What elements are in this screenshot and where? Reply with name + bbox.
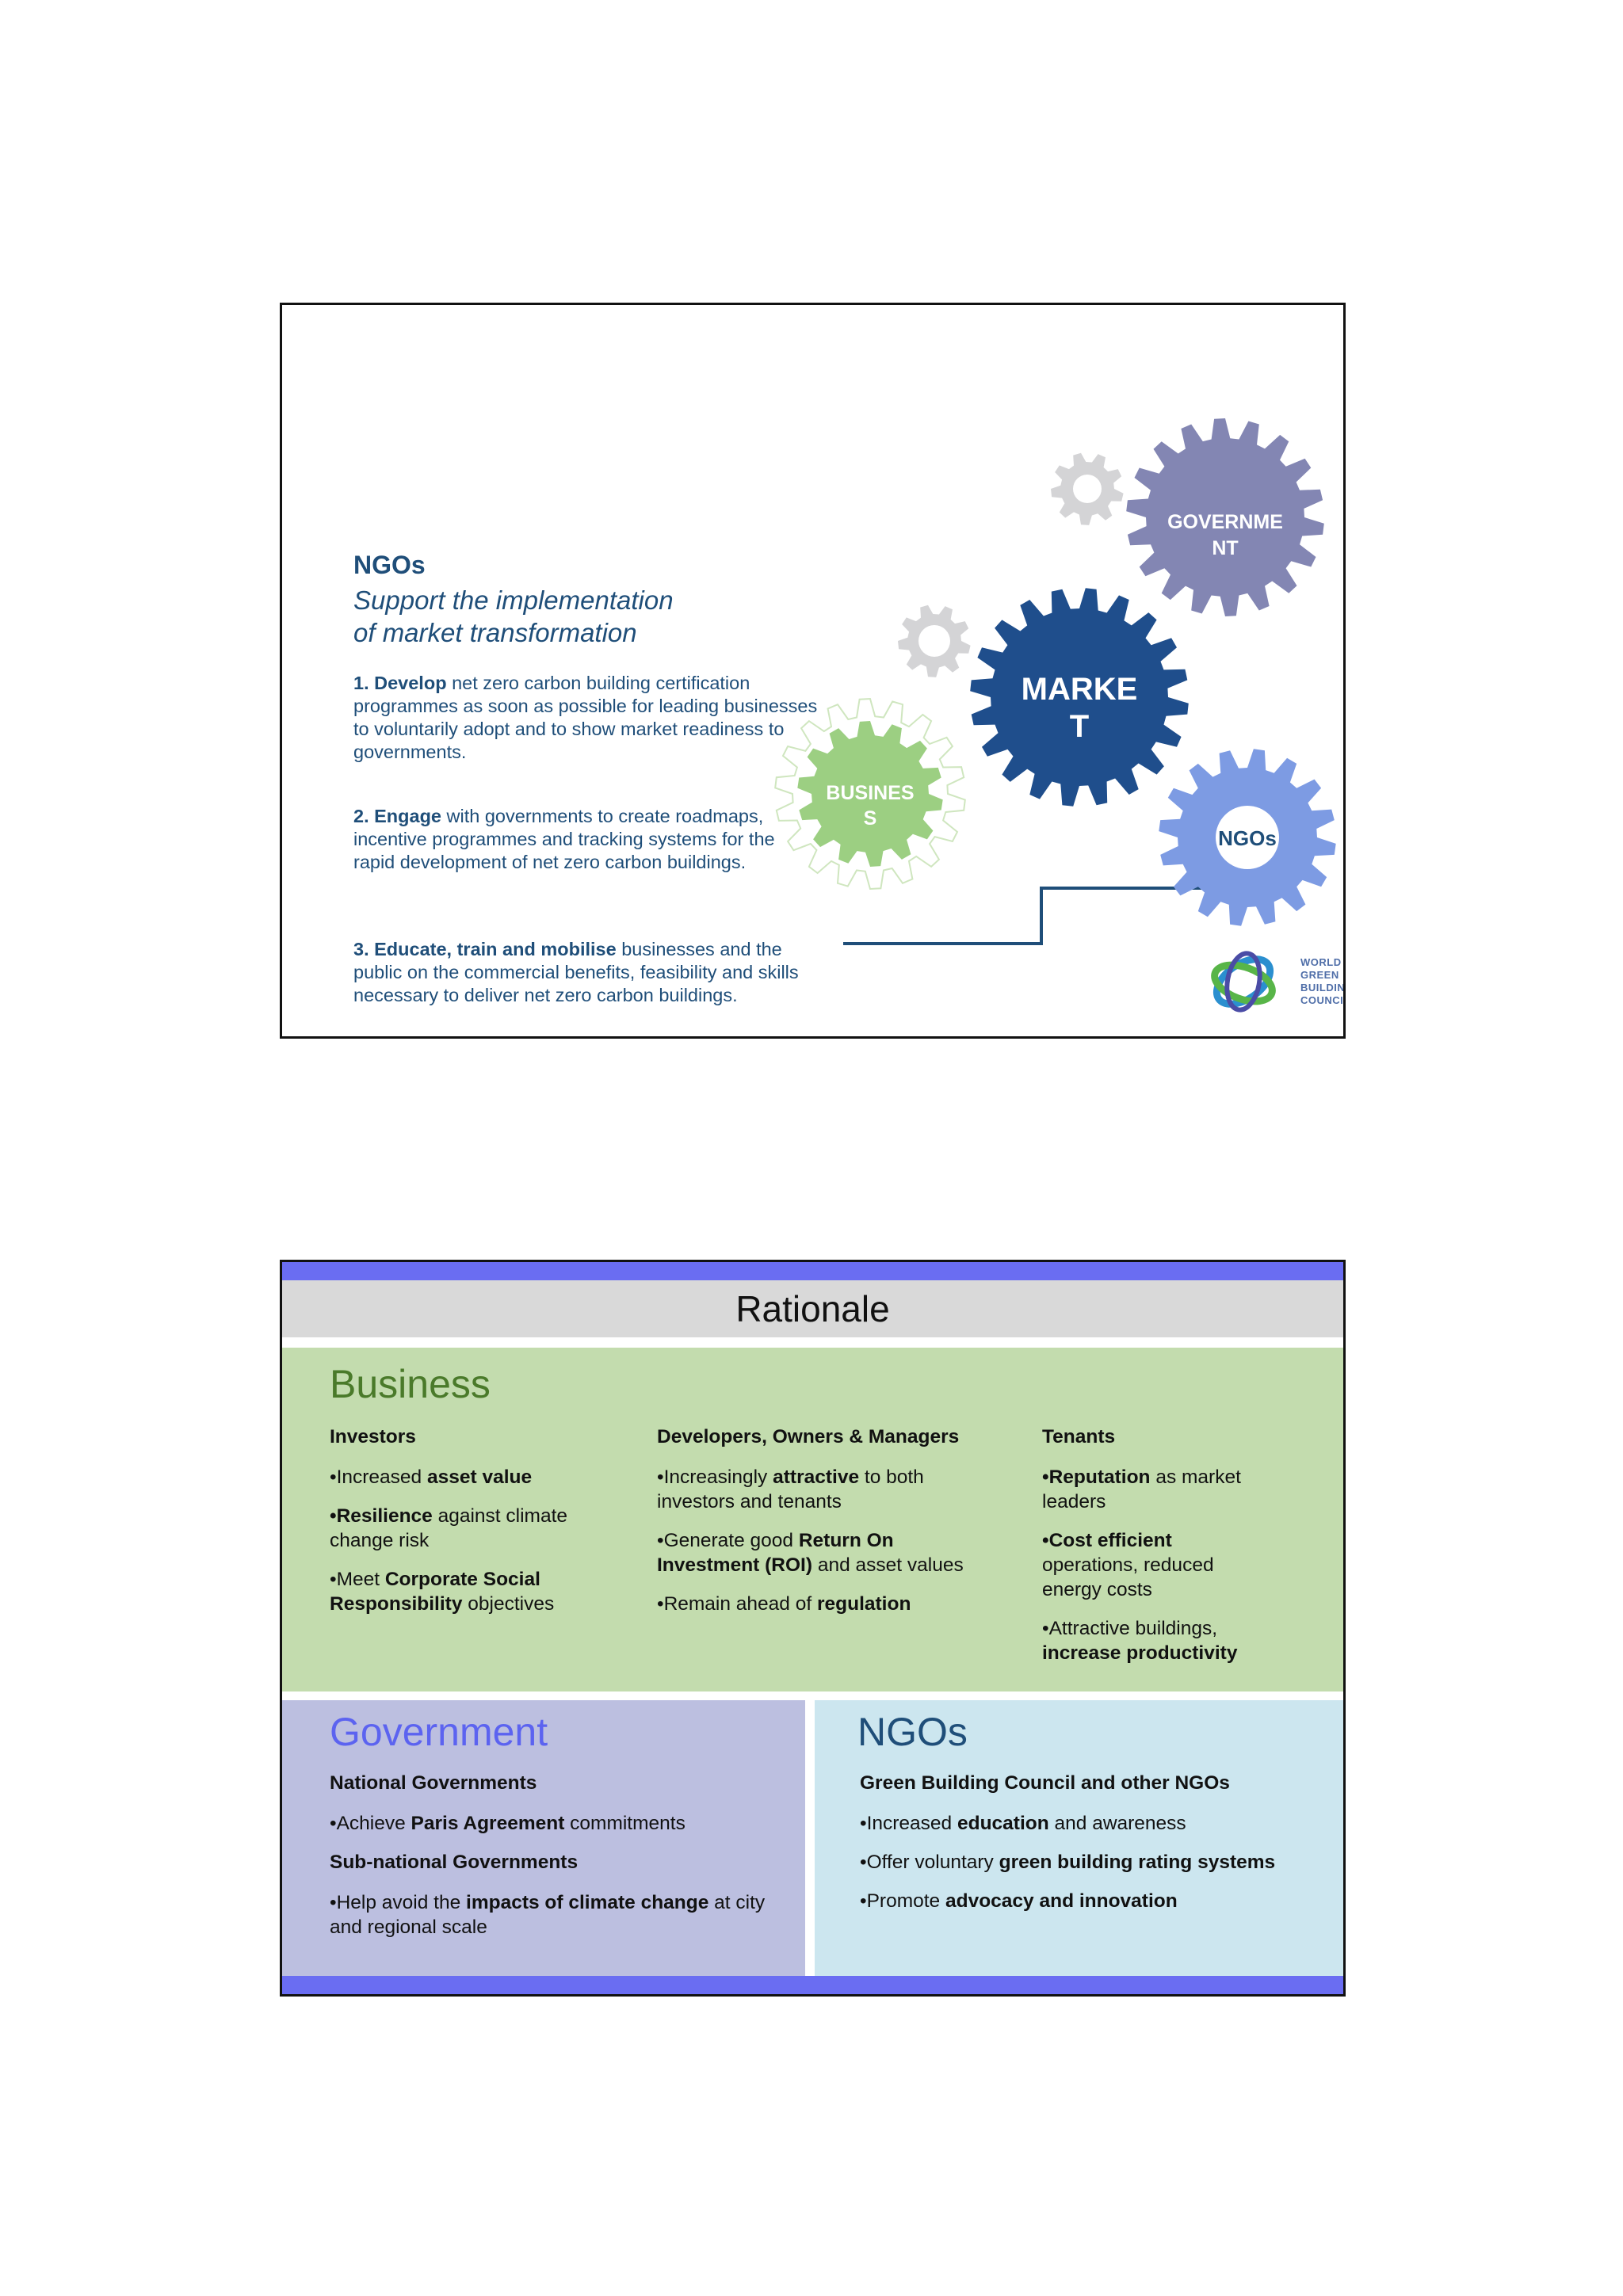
slide-heading: NGOs [353,551,426,579]
connector-line [843,887,1241,945]
slide-subtitle: Support the implementation of market tra… [353,584,797,649]
developers-column: Developers, Owners & Managers •Increasin… [657,1425,990,1630]
market-gear-label-1: MARKE [1022,672,1138,707]
list-item: •Attractive buildings, increase producti… [1042,1618,1238,1664]
action-item-educate: 3. Educate, train and mobilise businesse… [353,938,821,1007]
business-gear [797,721,943,867]
subnational-governments-heading: Sub-national Governments [330,1852,579,1873]
government-gear [1126,418,1324,616]
tenants-column: Tenants •Reputation as market leaders •C… [1042,1425,1272,1680]
subtitle-line-1: Support the implementation [353,585,674,615]
investors-heading: Investors [330,1426,416,1447]
action-item-engage: 2. Engage with governments to create roa… [353,805,821,874]
list-item: •Increased asset value [330,1466,533,1488]
list-item: •Cost efficient operations, reduced ener… [1042,1530,1214,1600]
ngos-gear-label: NGOs [1218,826,1277,850]
gears-diagram: GOVERNME NT MARKE T BUSINES S NGOs [774,418,1336,945]
list-item: •Resilience against climate change risk [330,1505,568,1551]
list-item: •Achieve Paris Agreement commitments [330,1813,685,1834]
logo-line: COUNCIL [1300,994,1346,1006]
list-item: •Offer voluntary green building rating s… [860,1852,1276,1873]
business-gear-label-1: BUSINES [826,782,914,804]
subtitle-line-2: of market transformation [353,618,637,647]
list-item: •Remain ahead of regulation [657,1593,911,1615]
ngos-title: NGOs [857,1710,968,1754]
small-gear-middle-icon-hole [918,625,950,657]
government-gear-label-2: NT [1212,537,1238,559]
government-title: Government [330,1710,548,1754]
list-item: •Promote advocacy and innovation [860,1890,1178,1912]
list-item: •Reputation as market leaders [1042,1466,1241,1512]
action-item-text: net zero carbon building certification p… [353,673,818,762]
list-item: •Help avoid the impacts of climate chang… [330,1892,766,1938]
logo-line: BUILDING [1300,982,1346,994]
national-governments-heading: National Governments [330,1772,537,1794]
list-item: •Meet Corporate Social Responsibility ob… [330,1569,555,1615]
developers-heading: Developers, Owners & Managers [657,1426,960,1447]
action-item-label: 1. Develop [353,673,447,693]
business-gear-label-2: S [864,807,877,830]
action-item-label: 3. Educate, train and mobilise [353,939,617,959]
action-item-label: 2. Engage [353,806,442,826]
top-accent-bar [282,1262,1343,1280]
tenants-heading: Tenants [1042,1426,1116,1447]
ngos-gear-center [1216,806,1279,869]
ngos-panel: NGOs Green Building Council and other NG… [815,1700,1343,1978]
business-panel: Business Investors •Increased asset valu… [282,1348,1343,1691]
bottom-accent-bar [282,1976,1343,1994]
investors-column: Investors •Increased asset value •Resili… [330,1425,599,1630]
wgbc-logo-text: WORLD GREEN BUILDING COUNCIL [1300,956,1346,1007]
small-gear-top-icon-hole [1073,475,1102,503]
list-item: •Increased education and awareness [860,1813,1186,1834]
market-gear [970,588,1189,807]
government-column: National Governments •Achieve Paris Agre… [330,1771,773,1954]
logo-line: WORLD [1300,956,1342,968]
slide-ngos-market-transformation: NGOs Support the implementation of marke… [280,303,1346,1039]
list-item: •Increasingly attractive to both investo… [657,1466,924,1512]
wgbc-logo-icon [1211,951,1276,1013]
government-gear-label-1: GOVERNME [1167,511,1283,533]
green-building-council-heading: Green Building Council and other NGOs [860,1772,1230,1794]
logo-line: GREEN [1300,969,1339,981]
action-item-text: with governments to create roadmaps, inc… [353,806,775,872]
action-item-develop: 1. Develop net zero carbon building cert… [353,672,821,764]
market-gear-label-2: T [1070,709,1089,744]
slide-rationale: Rationale Business Investors •Increased … [280,1260,1346,1997]
list-item: •Generate good Return On Investment (ROI… [657,1530,964,1576]
slide-title: Rationale [282,1280,1343,1337]
government-panel: Government National Governments •Achieve… [282,1700,805,1978]
ngos-column: Green Building Council and other NGOs •I… [860,1771,1312,1928]
action-item-text: businesses and the public on the commerc… [353,939,799,1005]
business-title: Business [330,1362,491,1406]
